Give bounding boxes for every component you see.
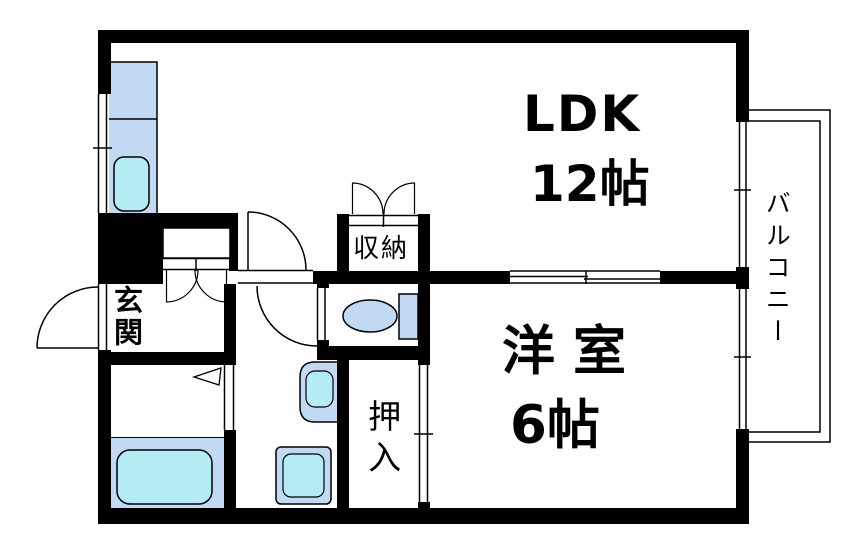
window-icon — [93, 94, 751, 429]
kitchen-window — [93, 94, 112, 213]
walls — [98, 30, 749, 524]
toilet-icon — [342, 293, 419, 340]
balcony-railing-icon — [748, 109, 831, 443]
storage-label: 収納 — [353, 234, 410, 264]
western-room-balcony-window — [734, 289, 751, 429]
balcony-label: バルコニー — [762, 190, 792, 350]
futon-closet-label: 押入 — [362, 399, 402, 481]
washbasin-icon — [299, 361, 339, 423]
entrance-door-icon — [36, 284, 109, 350]
western-room-size: 6帖 — [510, 395, 600, 456]
kitchen-sink-icon — [113, 156, 150, 212]
entrance-label: 玄関 — [109, 285, 144, 349]
washing-machine-pan-icon — [275, 446, 332, 505]
ldk-room-size: 12帖 — [530, 155, 650, 213]
ldk-balcony-window — [734, 122, 751, 267]
sliding-door-icon — [510, 269, 660, 285]
bathtub-icon — [116, 449, 213, 505]
storage-double-door-icon — [349, 182, 418, 227]
folding-door-icon — [191, 365, 238, 430]
double-door-closet-icon — [162, 227, 231, 303]
toilet-door-icon — [256, 285, 329, 347]
ldk-room-label: LDK — [523, 85, 642, 143]
closet-sliding-door-icon — [414, 365, 433, 502]
ldk-door-icon — [238, 211, 313, 285]
bathroom-fixtures — [111, 437, 224, 508]
western-room-label: 洋室 — [502, 321, 644, 382]
kitchen-counter-icon — [107, 61, 158, 220]
